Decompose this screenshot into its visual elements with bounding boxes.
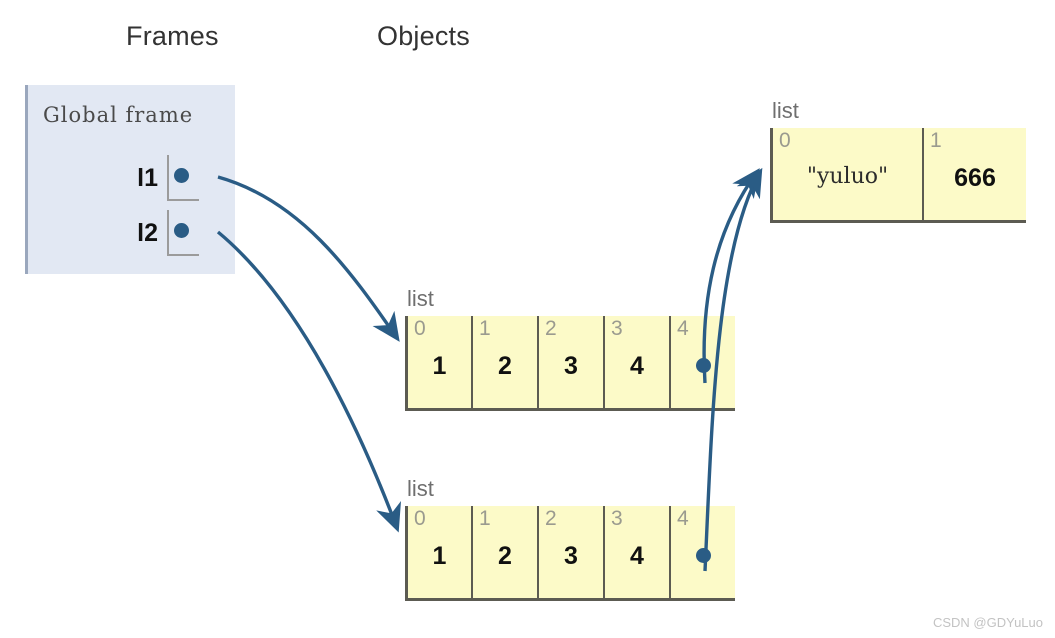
- cell-value: 1: [432, 352, 447, 380]
- frame-variable-slot: [167, 210, 199, 256]
- list-cell: 2 3: [537, 506, 603, 598]
- list-cell: 0 "yuluo": [770, 128, 922, 220]
- list-object-b: list 0 1 1 2 2 3 3 4 4: [405, 478, 735, 601]
- list-cell: 4: [669, 506, 735, 598]
- list-object-shared: list 0 "yuluo" 1 666: [770, 100, 1026, 223]
- cell-index: 1: [930, 129, 942, 152]
- pointer-dot-icon: [696, 548, 711, 563]
- list-cell: 2 3: [537, 316, 603, 408]
- frame-variable-row: l1: [36, 155, 226, 207]
- column-heading-frames: Frames: [126, 21, 219, 51]
- cell-value: 1: [432, 542, 447, 570]
- object-type-label: list: [407, 476, 434, 501]
- cell-value: "yuluo": [806, 164, 889, 189]
- cell-value: 3: [564, 542, 578, 570]
- cell-index: 1: [479, 317, 491, 340]
- cell-value: 2: [498, 542, 512, 570]
- cell-index: 0: [414, 507, 426, 530]
- list-cell: 1 2: [471, 316, 537, 408]
- cell-value: 3: [564, 352, 578, 380]
- list-cells: 0 1 1 2 2 3 3 4 4: [405, 506, 735, 601]
- cell-index: 1: [479, 507, 491, 530]
- cell-index: 2: [545, 317, 557, 340]
- list-cell: 4: [669, 316, 735, 408]
- cell-index: 4: [677, 317, 689, 340]
- cell-index: 0: [779, 129, 791, 152]
- list-cells: 0 "yuluo" 1 666: [770, 128, 1026, 223]
- frame-variable-name-l2: l2: [137, 219, 158, 247]
- list-object-a: list 0 1 1 2 2 3 3 4 4: [405, 288, 735, 411]
- cell-index: 4: [677, 507, 689, 530]
- cell-value: 4: [630, 542, 644, 570]
- list-cells: 0 1 1 2 2 3 3 4 4: [405, 316, 735, 411]
- list-cell: 0 1: [405, 316, 471, 408]
- cell-value: 4: [630, 352, 644, 380]
- frame-variable-name-l1: l1: [137, 164, 158, 192]
- list-cell: 0 1: [405, 506, 471, 598]
- list-cell: 1 2: [471, 506, 537, 598]
- cell-index: 2: [545, 507, 557, 530]
- pointer-dot-icon: [174, 223, 189, 238]
- cell-index: 3: [611, 507, 623, 530]
- frame-variable-row: l2: [36, 210, 226, 262]
- pointer-dot-icon: [696, 358, 711, 373]
- arrow-l1-to-list-a: [217, 175, 400, 342]
- cell-index: 0: [414, 317, 426, 340]
- list-cell: 1 666: [922, 128, 1026, 220]
- pointer-dot-icon: [174, 168, 189, 183]
- global-frame-box: Global frame l1 l2: [25, 85, 235, 274]
- column-heading-objects: Objects: [377, 21, 470, 51]
- cell-value: 666: [954, 164, 996, 192]
- object-type-label: list: [407, 286, 434, 311]
- watermark-text: CSDN @GDYuLuo: [932, 615, 1043, 630]
- list-cell: 3 4: [603, 316, 669, 408]
- global-frame-title: Global frame: [43, 103, 194, 127]
- object-type-label: list: [772, 98, 799, 123]
- list-cell: 3 4: [603, 506, 669, 598]
- cell-value: 2: [498, 352, 512, 380]
- frame-variable-slot: [167, 155, 199, 201]
- cell-index: 3: [611, 317, 623, 340]
- arrow-l2-to-list-b: [216, 230, 401, 533]
